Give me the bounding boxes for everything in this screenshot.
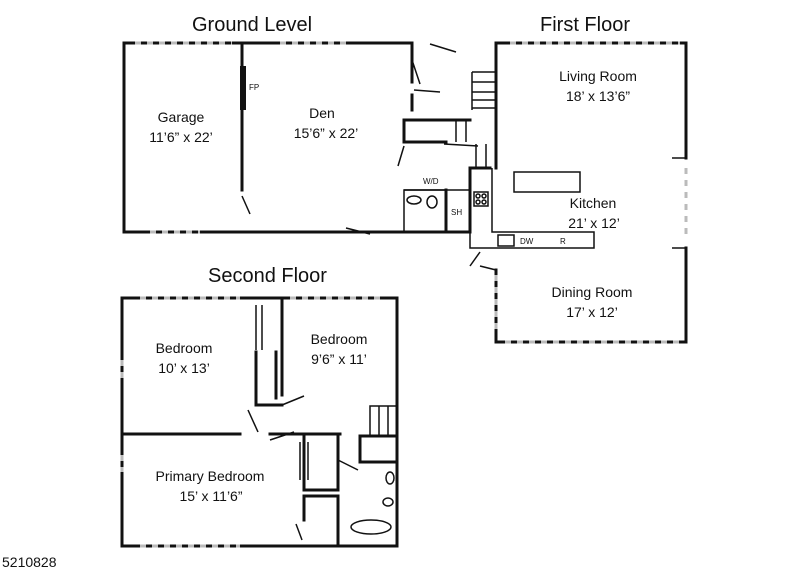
first-floor-plan: DW R	[455, 41, 688, 344]
bedroom-1-dims: 10’ x 13’	[158, 360, 210, 376]
dining-room-dims: 17’ x 12’	[566, 304, 618, 320]
dishwasher-label: DW	[520, 237, 534, 246]
ground-level-title: Ground Level	[192, 14, 312, 36]
bedroom-2-dims: 9’6” x 11’	[311, 351, 367, 367]
living-room-name: Living Room	[559, 68, 637, 84]
bedroom-2-name: Bedroom	[311, 331, 368, 347]
first-floor-title: First Floor	[540, 14, 630, 36]
primary-bedroom-name: Primary Bedroom	[156, 468, 265, 484]
washer-dryer-label: W/D	[423, 177, 439, 186]
shower-label: SH	[451, 208, 462, 217]
second-floor-plan	[120, 296, 399, 548]
dining-room-name: Dining Room	[552, 284, 633, 300]
listing-id: 5210828	[2, 554, 57, 570]
kitchen-dims: 21’ x 12’	[568, 215, 620, 231]
den-name: Den	[309, 105, 335, 121]
refrigerator-label: R	[560, 237, 566, 246]
fireplace-label: FP	[249, 83, 259, 92]
second-floor-title: Second Floor	[208, 265, 327, 287]
den-dims: 15’6” x 22’	[294, 125, 359, 141]
kitchen-name: Kitchen	[570, 195, 617, 211]
primary-bedroom-dims: 15’ x 11’6”	[179, 488, 242, 504]
living-room-dims: 18’ x 13’6”	[566, 88, 630, 104]
ground-level-plan: W/D SH FP	[122, 41, 479, 235]
bedroom-1-name: Bedroom	[156, 340, 213, 356]
garage-name: Garage	[158, 109, 205, 125]
garage-dims: 11’6” x 22’	[149, 129, 213, 145]
